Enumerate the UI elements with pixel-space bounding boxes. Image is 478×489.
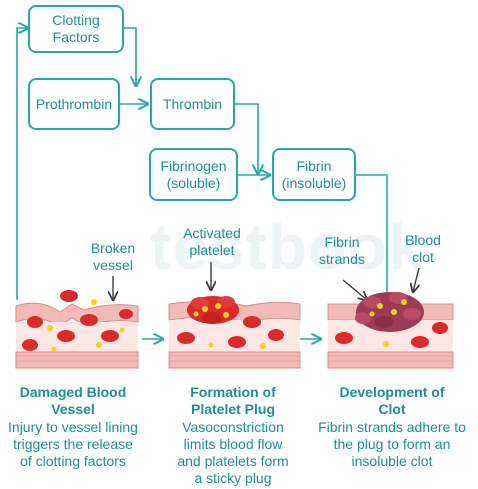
box-fibrin-text: Fibrin (insoluble) — [281, 157, 347, 191]
vessel-platelet-plug — [168, 296, 301, 369]
box-prothrombin-text: Prothrombin — [35, 95, 113, 112]
watermark: testbook — [150, 211, 425, 283]
box-clotting-factors: Clotting Factors — [28, 5, 124, 53]
label-blood-clot: Blood clot — [405, 232, 441, 265]
box-clotting-factors-text: Clotting Factors — [52, 12, 100, 45]
box-fibrin: Fibrin (insoluble) — [272, 148, 356, 201]
stage-1-title: Damaged Blood Vessel — [19, 384, 127, 417]
stage-2-title: Formation of Platelet Plug — [190, 384, 276, 417]
stage-3-title: Development of Clot — [339, 384, 445, 417]
box-thrombin: Thrombin — [150, 78, 235, 130]
arrow-vessel-to-clotting-factors — [16, 28, 28, 300]
box-thrombin-text: Thrombin — [162, 95, 223, 112]
label-fibrin-strands: Fibrin strands — [319, 234, 365, 267]
box-fibrinogen-text: Fibrinogen (soluble) — [160, 157, 227, 191]
box-fibrinogen: Fibrinogen (soluble) — [149, 148, 238, 201]
label-activated-platelet: Activated platelet — [183, 225, 241, 258]
vessel-clot — [327, 292, 454, 369]
arrow-fibrin-to-clot — [356, 174, 388, 300]
box-prothrombin: Prothrombin — [28, 78, 120, 130]
pointer-fibrin-strands — [342, 279, 367, 300]
vessel-damaged — [15, 290, 139, 369]
pointer-blood-clot — [413, 267, 419, 292]
label-broken-vessel: Broken vessel — [90, 240, 136, 273]
stage-3-description: Fibrin strands adhere to the plug to for… — [318, 419, 466, 469]
stage-1-description: Injury to vessel lining triggers the rel… — [8, 419, 138, 469]
stage-2-description: Vasoconstriction limits blood flow and p… — [177, 419, 289, 486]
arrow-thrombin-to-fibrin — [235, 103, 258, 174]
arrow-clotting-factors-to-thrombin — [124, 27, 136, 86]
